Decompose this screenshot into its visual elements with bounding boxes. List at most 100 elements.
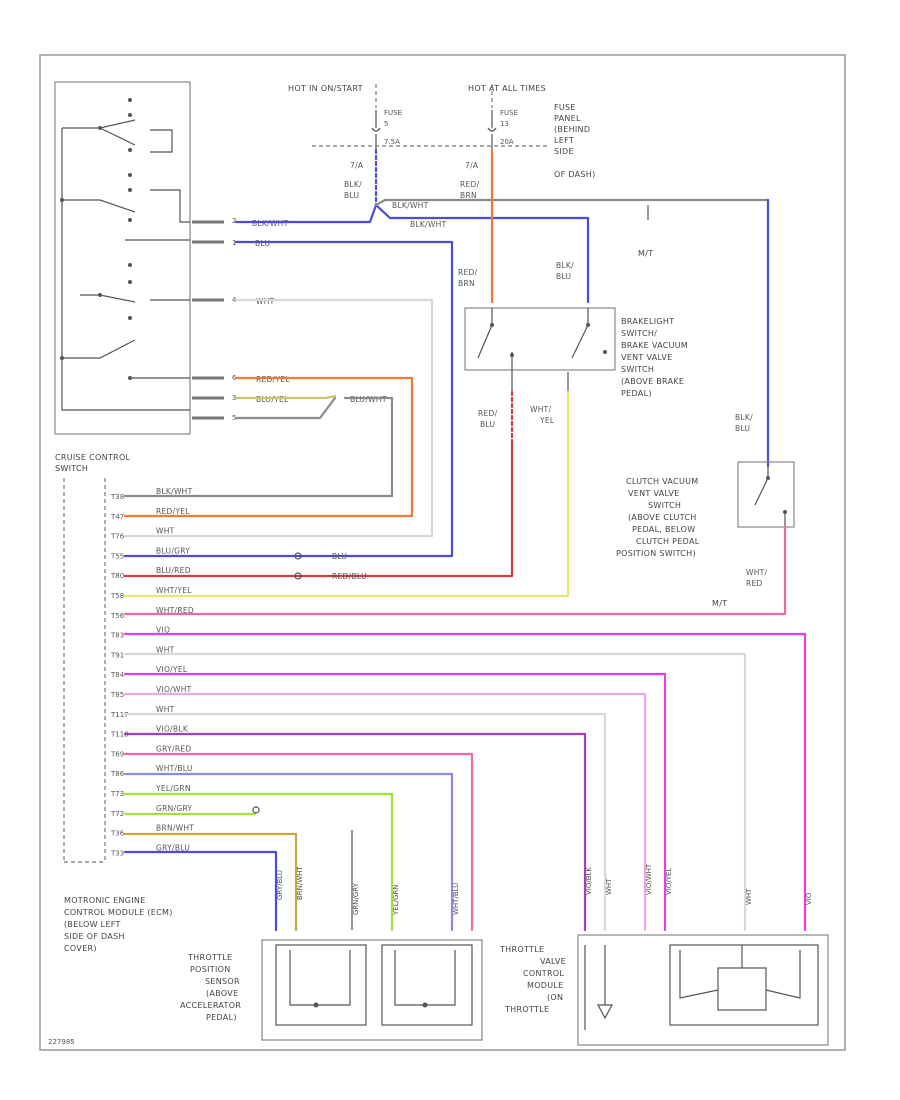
- svg-text:MODULE: MODULE: [527, 981, 564, 990]
- ecm-wire-label-t47: RED/YEL: [156, 507, 190, 516]
- ecm-pin-t118: T118: [110, 731, 129, 739]
- svg-text:4: 4: [232, 296, 237, 304]
- ecm-pin-t38: T38: [110, 493, 124, 501]
- wire-label-blu-top: BLU: [255, 239, 270, 248]
- clutch-switch-wire-labels: BLK/ BLU WHT/ RED: [735, 413, 768, 588]
- svg-text:BRN/WHT: BRN/WHT: [296, 866, 304, 900]
- ecm-pin-t86: T86: [110, 770, 125, 778]
- svg-text:THROTTLE: THROTTLE: [504, 1005, 549, 1014]
- wire-ecm-t85: [123, 692, 647, 932]
- svg-text:POSITION SWITCH): POSITION SWITCH): [616, 549, 696, 558]
- wire-red-yel-switch: [234, 376, 414, 518]
- svg-text:BRAKELIGHT: BRAKELIGHT: [621, 317, 674, 326]
- switch-pins: 2 1 4 6 3 5: [232, 217, 237, 422]
- ecm-pin-t55: T55: [110, 552, 124, 560]
- cruise-switch-contacts: [60, 98, 190, 411]
- svg-text:BLU: BLU: [480, 420, 495, 429]
- fuse1-number: 5: [384, 120, 388, 128]
- svg-text:FUSE: FUSE: [554, 103, 576, 112]
- wire-blu-wht-switch: [234, 396, 394, 498]
- tps-box: [261, 939, 483, 1041]
- tvcm-internals: [584, 944, 819, 1030]
- svg-text:BRAKE VACUUM: BRAKE VACUUM: [621, 341, 688, 350]
- ecm-pin-list: T38BLK/WHTT47RED/YELT76WHTT55BLU/GRYT80B…: [110, 487, 194, 857]
- svg-text:WHT/: WHT/: [530, 405, 552, 414]
- ecm-label: MOTRONIC ENGINE CONTROL MODULE (ECM) (BE…: [64, 896, 172, 953]
- wire-label-red-yel-sw: RED/YEL: [256, 375, 290, 384]
- fuse1-amps: 7.5A: [384, 138, 400, 146]
- svg-text:VENT VALVE: VENT VALVE: [621, 353, 672, 362]
- hot-start-label: HOT IN ON/START: [288, 84, 363, 93]
- ecm-pin-t58: T58: [110, 592, 124, 600]
- ecm-pin-t72: T72: [110, 810, 124, 818]
- fuse-panel-label: FUSE PANEL (BEHIND LEFT SIDE OF DASH): [554, 103, 596, 179]
- svg-text:SIDE OF DASH: SIDE OF DASH: [64, 932, 125, 941]
- svg-text:(ON: (ON: [547, 993, 563, 1002]
- wire-ecm-t69: [123, 752, 474, 932]
- ecm-pin-t84: T84: [110, 671, 125, 679]
- brake-switch-contacts: [477, 308, 607, 392]
- ecm-wire-label-t33: GRY/BLU: [156, 843, 190, 852]
- svg-text:VALVE: VALVE: [540, 957, 566, 966]
- wire-label-blk-wht-1: BLK/WHT: [252, 219, 289, 228]
- svg-text:CLUTCH PEDAL: CLUTCH PEDAL: [636, 537, 700, 546]
- wire-ecm-t84: [123, 672, 667, 932]
- mt-label-1: M/T: [638, 249, 653, 258]
- brake-switch-box: [464, 307, 616, 371]
- ecm-wire-label-t36: BRN/WHT: [156, 824, 194, 833]
- svg-text:POSITION: POSITION: [190, 965, 231, 974]
- svg-text:(ABOVE CLUTCH: (ABOVE CLUTCH: [628, 513, 697, 522]
- ecm-wire-label-t84: VIO/YEL: [156, 665, 188, 674]
- wire-ecm-t73: [123, 792, 394, 932]
- clutch-switch-contacts: [754, 466, 787, 527]
- svg-text:WHT/: WHT/: [746, 568, 768, 577]
- svg-text:VIO/YEL: VIO/YEL: [665, 868, 673, 895]
- svg-text:YEL: YEL: [539, 416, 555, 425]
- wire-ecm-t33: [123, 850, 278, 932]
- footer-code: 227985: [48, 1038, 75, 1046]
- svg-text:PANEL: PANEL: [554, 114, 581, 123]
- svg-text:BLU: BLU: [735, 424, 750, 433]
- ecm-wire-label-t73: YEL/GRN: [155, 784, 191, 793]
- fuse1-symbol: [371, 110, 381, 150]
- brake-switch-wire-labels: RED/ BRN BLK/ BLU RED/ BLU WHT/ YEL: [458, 261, 574, 429]
- svg-text:VIO/WHT: VIO/WHT: [645, 863, 653, 895]
- svg-text:WHT/BLU: WHT/BLU: [452, 883, 460, 915]
- wire-label-blu-wht-sw: BLU/WHT: [350, 395, 387, 404]
- svg-text:WHT: WHT: [745, 888, 753, 905]
- wire-label-c1: BLU: [332, 552, 347, 561]
- svg-text:1: 1: [232, 239, 236, 247]
- svg-text:VIO/BLK: VIO/BLK: [585, 867, 593, 895]
- tvcm-wire-labels: VIO/BLK WHT VIO/WHT VIO/YEL WHT VIO: [585, 863, 813, 905]
- wire-wht-yel: [123, 390, 570, 598]
- svg-text:RED/: RED/: [458, 268, 478, 277]
- svg-text:CLUTCH VACUUM: CLUTCH VACUUM: [626, 477, 698, 486]
- ecm-pin-t69: T69: [110, 750, 124, 758]
- ecm-connector-c1: [294, 552, 302, 560]
- svg-text:PEDAL): PEDAL): [621, 389, 652, 398]
- svg-text:OF DASH): OF DASH): [554, 170, 596, 179]
- cruise-switch-label: CRUISE CONTROL SWITCH: [55, 453, 130, 473]
- wire-label-blu-yel-sw: BLU/YEL: [256, 395, 289, 404]
- svg-text:BLU: BLU: [556, 272, 571, 281]
- diagram-frame: [39, 54, 846, 1051]
- tps-label: THROTTLE POSITION SENSOR (ABOVE ACCELERA…: [180, 953, 241, 1022]
- ecm-pin-t47: T47: [110, 513, 124, 521]
- ecm-wire-label-t69: GRY/RED: [156, 744, 191, 753]
- ecm-pin-t56: T56: [110, 612, 125, 620]
- switch-connector-stubs: [192, 220, 224, 420]
- wire-ecm-t118: [123, 732, 587, 932]
- hot-all-label: HOT AT ALL TIMES: [468, 84, 546, 93]
- fuse2-wire-label: 7/A RED/ BRN: [460, 161, 479, 200]
- wire-label-blk-wht-3: BLK/WHT: [410, 220, 447, 229]
- ecm-wire-label-t118: VIO/BLK: [156, 725, 189, 734]
- clutch-switch-label: CLUTCH VACUUM VENT VALVE SWITCH (ABOVE C…: [616, 477, 700, 558]
- ecm-pin-t80: T80: [110, 572, 124, 580]
- fuse1-wire-label: 7/A BLK/ BLU: [344, 161, 364, 200]
- svg-text:ACCELERATOR: ACCELERATOR: [180, 1001, 241, 1010]
- wire-ecm-t83: [123, 632, 807, 932]
- svg-text:(BELOW LEFT: (BELOW LEFT: [64, 920, 121, 929]
- svg-text:LEFT: LEFT: [554, 136, 574, 145]
- ecm-pin-t33: T33: [110, 849, 124, 857]
- svg-text:RED: RED: [746, 579, 763, 588]
